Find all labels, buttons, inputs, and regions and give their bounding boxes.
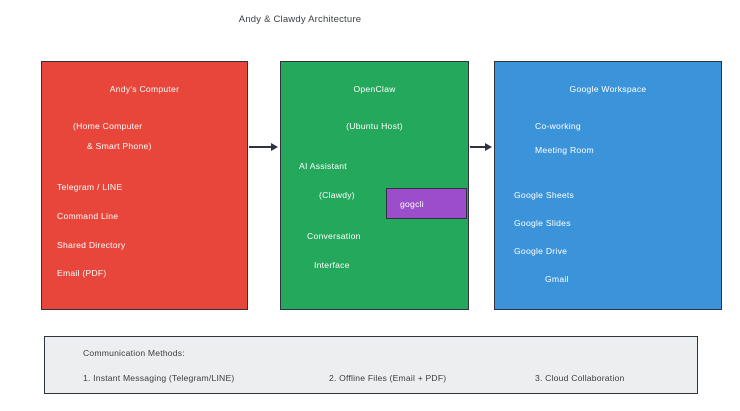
arrowhead-right-icon — [485, 142, 492, 151]
node-andys-computer-heading-2: & Smart Phone) — [87, 141, 152, 151]
node-google-workspace-item-google-sheets: Google Sheets — [514, 190, 575, 200]
node-andys-computer-item-telegram-line: Telegram / LINE — [57, 182, 123, 192]
node-openclaw-heading-1: (Ubuntu Host) — [346, 121, 403, 131]
node-gogcli-label: gogcli — [400, 199, 424, 209]
node-openclaw-heading-0: OpenClaw — [353, 84, 396, 94]
diagram-title: Andy & Clawdy Architecture — [238, 14, 362, 25]
node-google-workspace-item-google-slides: Google Slides — [514, 218, 571, 228]
communication-method-offline-files: 2. Offline Files (Email + PDF) — [329, 373, 447, 383]
node-andys-computer-item-email-pdf: Email (PDF) — [57, 268, 107, 278]
node-google-workspace-item-google-drive: Google Drive — [514, 246, 568, 256]
connector-andys-computer-to-openclaw — [249, 146, 273, 148]
communication-methods-title: Communication Methods: — [83, 348, 185, 358]
node-andys-computer-heading-0: Andy's Computer — [109, 84, 180, 94]
node-andys-computer[interactable]: Andy's Computer (Home Computer & Smart P… — [41, 61, 248, 310]
arrowhead-right-icon — [271, 142, 278, 151]
node-openclaw-item-clawdy: (Clawdy) — [319, 190, 355, 200]
node-google-workspace-heading-0: Google Workspace — [569, 84, 647, 94]
node-andys-computer-item-shared-directory: Shared Directory — [57, 240, 126, 250]
node-google-workspace-item-meeting-room: Meeting Room — [535, 145, 594, 155]
node-andys-computer-heading-1: (Home Computer — [73, 121, 143, 131]
node-google-workspace[interactable]: Google Workspace Co-working Meeting Room… — [494, 61, 722, 310]
communication-method-instant-messaging: 1. Instant Messaging (Telegram/LINE) — [83, 373, 235, 383]
node-openclaw-item-conversation: Conversation — [307, 231, 361, 241]
node-google-workspace-item-gmail: Gmail — [545, 274, 569, 284]
communication-methods-panel: Communication Methods: 1. Instant Messag… — [44, 336, 698, 394]
node-openclaw[interactable]: OpenClaw (Ubuntu Host) AI Assistant (Cla… — [280, 61, 469, 310]
node-gogcli[interactable]: gogcli — [386, 188, 467, 219]
node-openclaw-item-interface: Interface — [314, 260, 350, 270]
node-andys-computer-item-command-line: Command Line — [57, 211, 119, 221]
node-google-workspace-item-co-working: Co-working — [535, 121, 581, 131]
node-openclaw-item-ai-assistant: AI Assistant — [299, 161, 347, 171]
connector-openclaw-to-google-workspace — [470, 146, 487, 148]
communication-method-cloud-collaboration: 3. Cloud Collaboration — [535, 373, 625, 383]
